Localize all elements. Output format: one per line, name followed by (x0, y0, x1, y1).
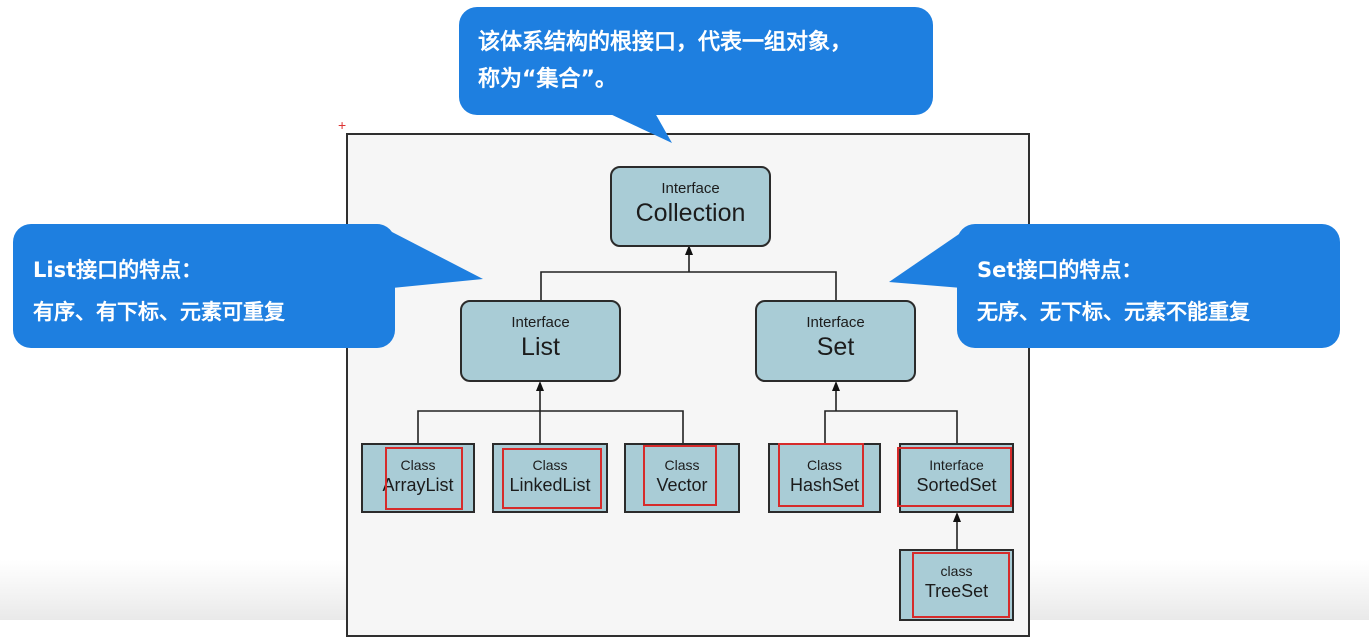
node-vector-name: Vector (656, 475, 708, 495)
callout-list: List接口的特点： 有序、有下标、元素可重复 (13, 224, 395, 348)
callout-set-line2: 无序、无下标、元素不能重复 (977, 300, 1250, 324)
callout-set: Set接口的特点： 无序、无下标、元素不能重复 (957, 224, 1340, 348)
node-set: Interface Set (755, 300, 916, 382)
node-arraylist-name: ArrayList (382, 475, 454, 495)
node-collection: Interface Collection (610, 166, 771, 247)
node-linkedlist-kind: Class (532, 457, 568, 473)
node-linkedlist: Class LinkedList (492, 443, 608, 513)
node-treeset: class TreeSet (899, 549, 1014, 621)
callout-list-line2: 有序、有下标、元素可重复 (33, 300, 285, 324)
node-sortedset: Interface SortedSet (899, 443, 1014, 513)
node-hashset-name: HashSet (789, 475, 860, 495)
callout-collection-line1: 该体系结构的根接口，代表一组对象， (478, 30, 853, 55)
node-vector: Class Vector (624, 443, 740, 513)
node-treeset-kind: class (940, 563, 973, 579)
node-list: Interface List (460, 300, 621, 382)
node-set-kind: Interface (806, 314, 865, 331)
callout-collection-line2: 称为“集合”。 (478, 67, 617, 92)
node-collection-name: Collection (635, 199, 746, 227)
callout-collection: 该体系结构的根接口，代表一组对象， 称为“集合”。 (459, 7, 933, 115)
node-linkedlist-name: LinkedList (509, 475, 591, 495)
node-hashset-kind: Class (806, 457, 842, 473)
node-arraylist: Class ArrayList (361, 443, 475, 513)
node-set-name: Set (816, 333, 855, 361)
node-vector-kind: Class (664, 457, 700, 473)
node-sortedset-kind: Interface (929, 457, 984, 473)
callout-set-line1: Set接口的特点： (977, 258, 1143, 282)
node-hashset: Class HashSet (768, 443, 881, 513)
node-collection-kind: Interface (661, 180, 720, 197)
node-list-name: List (521, 333, 560, 361)
node-treeset-name: TreeSet (924, 581, 989, 601)
node-sortedset-name: SortedSet (916, 475, 997, 495)
callout-list-line1: List接口的特点： (33, 258, 203, 282)
corner-mark: + (338, 117, 347, 133)
node-arraylist-kind: Class (400, 457, 436, 473)
node-list-kind: Interface (511, 314, 570, 331)
